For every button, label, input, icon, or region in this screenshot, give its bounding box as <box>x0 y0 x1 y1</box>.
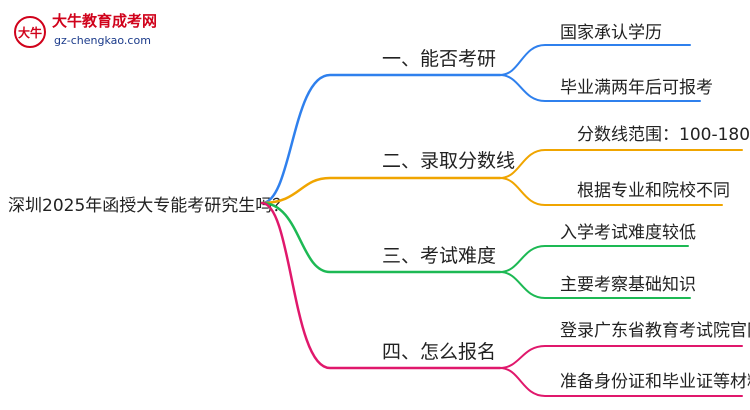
branch-4-leaf-2-connector <box>499 367 743 397</box>
logo-url: gz-chengkao.com <box>54 34 151 47</box>
branch-1-leaf-2-connector <box>499 74 701 102</box>
logo-brand-name: 大牛教育成考网 <box>52 12 157 30</box>
branch-3-leaf-1-connector <box>499 245 689 273</box>
branch-3: 三、考试难度 入学考试难度较低 主要考察基础知识 <box>260 201 696 299</box>
branch-1-leaf-1: 国家承认学历 <box>560 23 662 43</box>
branch-4-leaf-1: 登录广东省教育考试院官网 <box>560 321 750 341</box>
branch-2-leaf-1-connector <box>499 149 743 179</box>
branch-4: 四、怎么报名 登录广东省教育考试院官网 准备身份证和毕业证等材料 <box>260 201 750 397</box>
branch-2: 二、录取分数线 分数线范围：100-180分 根据专业和院校不同 <box>260 125 750 206</box>
logo[interactable]: 大牛 大牛教育成考网 gz-chengkao.com <box>14 12 157 48</box>
branch-2-connector <box>260 176 502 205</box>
branch-3-leaf-2: 主要考察基础知识 <box>560 275 696 295</box>
branch-3-label: 三、考试难度 <box>382 245 496 267</box>
root-topic: 深圳2025年函授大专能考研究生吗？ <box>8 196 289 216</box>
branch-1-label: 一、能否考研 <box>382 48 496 70</box>
branch-2-leaf-2: 根据专业和院校不同 <box>577 181 730 201</box>
branch-1-leaf-1-connector <box>499 44 691 76</box>
branch-2-label: 二、录取分数线 <box>382 150 515 172</box>
branch-4-leaf-2: 准备身份证和毕业证等材料 <box>560 372 750 392</box>
branch-2-leaf-1: 分数线范围：100-180分 <box>577 125 750 145</box>
branch-1: 一、能否考研 国家承认学历 毕业满两年后可报考 <box>260 23 713 205</box>
branch-3-connector <box>260 201 502 274</box>
branch-4-connector <box>260 201 502 370</box>
logo-mark-text: 大牛 <box>18 25 42 40</box>
branch-4-leaf-1-connector <box>499 345 743 369</box>
branch-3-leaf-2-connector <box>499 271 691 299</box>
branch-4-label: 四、怎么报名 <box>382 341 496 363</box>
branch-2-leaf-2-connector <box>499 177 723 206</box>
branch-1-leaf-2: 毕业满两年后可报考 <box>560 78 713 98</box>
logo-mark-icon <box>14 16 46 48</box>
branch-3-leaf-1: 入学考试难度较低 <box>560 223 696 243</box>
branch-1-connector <box>260 73 502 205</box>
